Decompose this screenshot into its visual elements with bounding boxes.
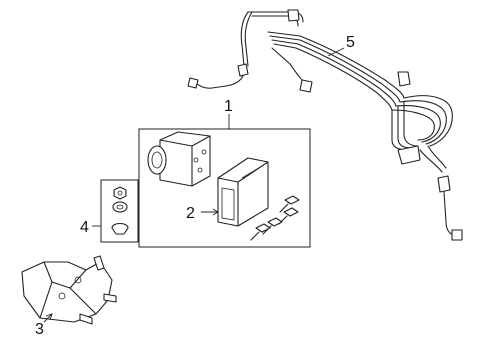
leader-lines <box>43 47 345 323</box>
callout-3: 3 <box>35 321 44 338</box>
control-module[interactable] <box>217 157 269 227</box>
abs-modulator-assembly[interactable] <box>147 131 211 187</box>
mounting-bracket[interactable] <box>21 255 117 325</box>
callout-1: 1 <box>224 98 233 115</box>
callout-4: 4 <box>80 219 89 236</box>
bushing-kit[interactable] <box>111 186 129 235</box>
mounting-bolts[interactable] <box>250 195 300 241</box>
bolt <box>250 223 271 241</box>
callout-2: 2 <box>186 205 195 222</box>
bolt <box>279 195 300 213</box>
brake-line-harness[interactable] <box>187 9 463 241</box>
assembly-frame <box>138 128 311 248</box>
bushing-frame <box>100 179 139 243</box>
callout-5: 5 <box>346 34 355 51</box>
